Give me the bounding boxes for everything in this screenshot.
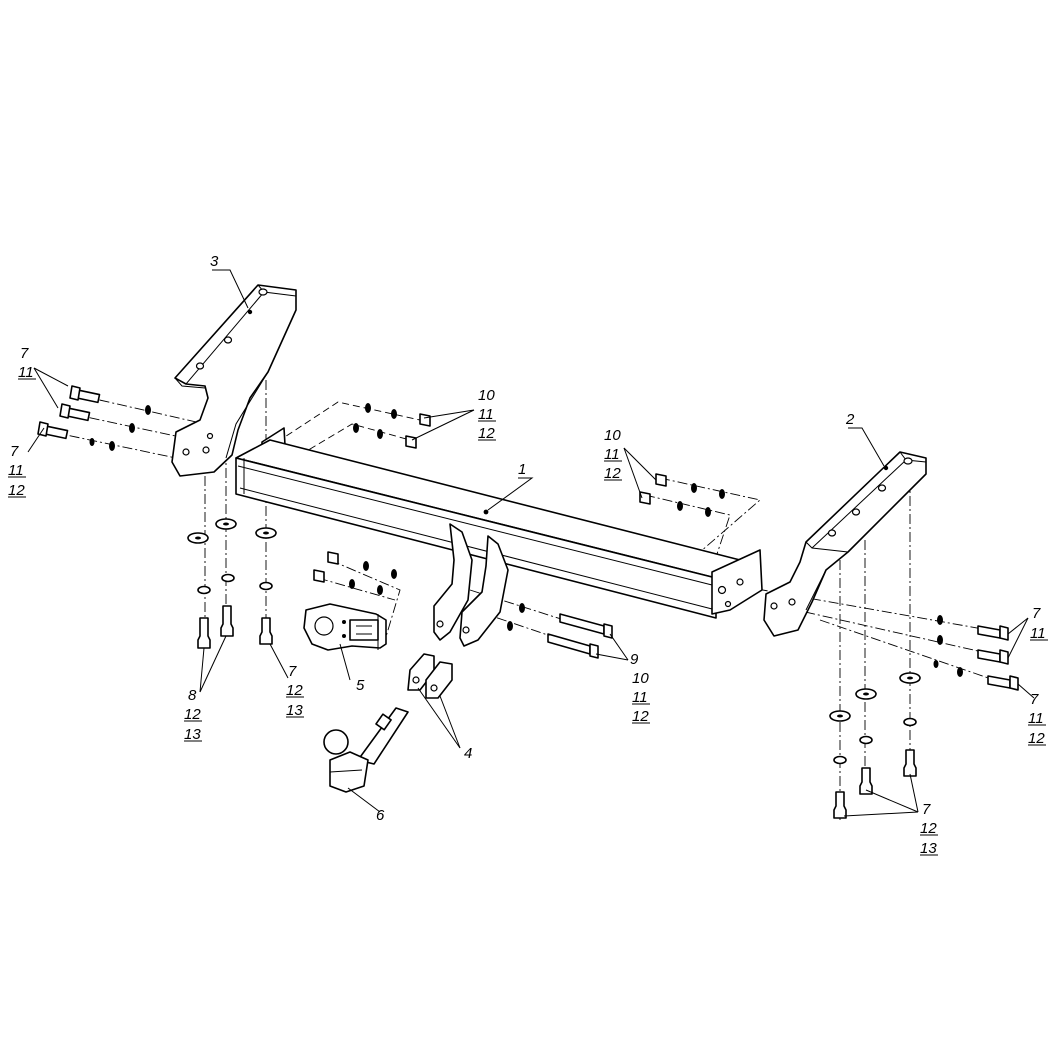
top-right-nuts (639, 473, 725, 517)
top-left-nuts (353, 403, 431, 449)
label-part-4: 4 (464, 745, 472, 762)
socket-plate-part-5 (303, 603, 387, 651)
label-d12: 12 (604, 465, 621, 482)
label-c10: 10 (478, 387, 495, 404)
right-bracket-part-2 (763, 451, 927, 637)
label-c11: 11 (478, 406, 494, 423)
label-g12: 12 (632, 708, 649, 725)
label-part-2: 2 (845, 411, 855, 428)
label-f12: 12 (286, 682, 303, 699)
label-j12: 12 (920, 820, 937, 837)
label-d11: 11 (604, 446, 620, 463)
label-part-5: 5 (356, 677, 365, 694)
label-j13: 13 (920, 840, 937, 857)
left-bracket-part-3 (171, 284, 297, 477)
leader-lines (27, 269, 1035, 817)
tow-ball-part-6 (323, 707, 409, 793)
label-c12: 12 (478, 425, 495, 442)
left-fasteners (37, 385, 277, 649)
callout-labels: 3 1 2 5 4 6 7 11 7 11 12 10 11 12 10 11 … (8, 253, 1048, 857)
crossbar-part-1 (235, 427, 763, 647)
label-e13: 13 (184, 726, 201, 743)
label-f13: 13 (286, 702, 303, 719)
label-part-6: 6 (376, 807, 385, 824)
label-e8: 8 (188, 687, 197, 704)
label-i7: 7 (1030, 691, 1039, 708)
label-a11: 11 (18, 364, 34, 381)
label-g10: 10 (632, 670, 649, 687)
center-nuts (313, 551, 397, 595)
right-fasteners (829, 615, 1019, 819)
label-i12: 12 (1028, 730, 1045, 747)
label-h7: 7 (1032, 605, 1041, 622)
label-a7: 7 (20, 345, 29, 362)
long-bolts-part-9 (507, 603, 613, 659)
label-f7: 7 (288, 663, 297, 680)
label-b11: 11 (8, 462, 24, 479)
label-j7: 7 (922, 801, 931, 818)
spacer-plates-part-4 (407, 653, 453, 699)
label-part-3: 3 (210, 253, 219, 270)
label-g11: 11 (632, 689, 648, 706)
label-e12: 12 (184, 706, 201, 723)
label-h11: 11 (1030, 625, 1046, 642)
label-d10: 10 (604, 427, 621, 444)
label-b7: 7 (10, 443, 19, 460)
label-b12: 12 (8, 482, 25, 499)
label-g9: 9 (630, 651, 639, 668)
label-i11: 11 (1028, 710, 1044, 727)
label-part-1: 1 (518, 461, 526, 478)
